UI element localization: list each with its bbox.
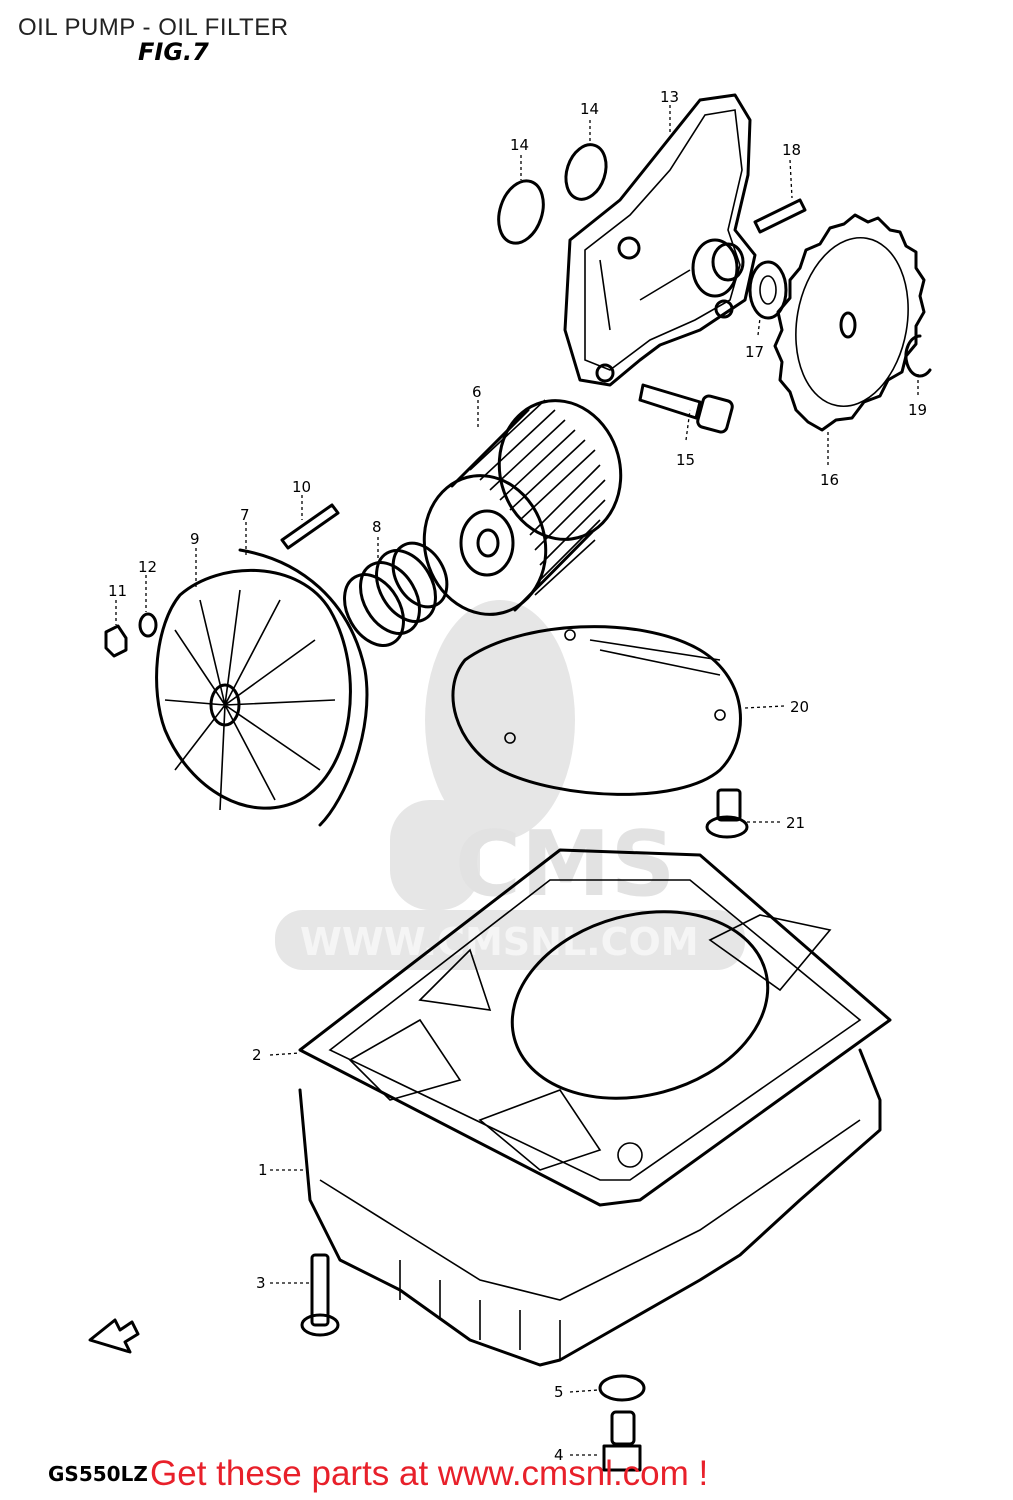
pin-18 — [753, 198, 807, 234]
callout-4: 4 — [554, 1446, 564, 1464]
oil-filter-6 — [422, 399, 623, 616]
front-arrow-icon — [88, 1318, 140, 1354]
model-code: GS550LZ — [48, 1462, 148, 1486]
filter-cover-9 — [155, 568, 352, 811]
figure-label: FIG.7 — [138, 38, 209, 66]
promo-banner-link[interactable]: Get these parts at www.cmsnl.com ! — [150, 1454, 709, 1493]
callout-6: 6 — [472, 383, 482, 401]
leader-lines — [115, 105, 919, 1456]
spring-8 — [343, 541, 449, 647]
oil-pump-body-13 — [563, 93, 757, 387]
callout-13: 13 — [660, 88, 679, 106]
callout-16: 16 — [820, 471, 839, 489]
watermark-url: WWW.CMSNL.COM — [300, 920, 699, 964]
oil-pan-1 — [298, 1048, 882, 1367]
gasket-7 — [238, 548, 369, 827]
pin-10 — [280, 503, 340, 550]
watermark-logo: CMS — [455, 812, 675, 917]
callout-21: 21 — [786, 814, 805, 832]
gear-16 — [773, 213, 926, 432]
callout-17: 17 — [745, 343, 764, 361]
callout-20: 20 — [790, 698, 809, 716]
callout-8: 8 — [372, 518, 382, 536]
callout-19: 19 — [908, 401, 927, 419]
callout-11: 11 — [108, 582, 127, 600]
callout-7: 7 — [240, 506, 250, 524]
callout-18: 18 — [782, 141, 801, 159]
circlip-19 — [904, 334, 932, 378]
callout-10: 10 — [292, 478, 311, 496]
callout-3: 3 — [256, 1274, 266, 1292]
callout-12: 12 — [138, 558, 157, 576]
callout-5: 5 — [554, 1383, 564, 1401]
bolt-15 — [638, 383, 734, 434]
watermark: CMS WWW.CMSNL.COM — [275, 600, 745, 970]
washer-5 — [598, 1374, 646, 1402]
washer-17 — [748, 260, 788, 320]
oil-pan-gasket-2 — [298, 848, 892, 1207]
page-title: OIL PUMP - OIL FILTER — [18, 14, 289, 41]
callout-2: 2 — [252, 1046, 262, 1064]
bolt-21 — [705, 788, 749, 839]
callout-1: 1 — [258, 1161, 268, 1179]
callout-14-left: 14 — [510, 136, 529, 154]
callout-14-right: 14 — [580, 100, 599, 118]
bolt-3 — [300, 1253, 340, 1337]
o-ring-14-left — [497, 179, 545, 245]
callout-15: 15 — [676, 451, 695, 469]
nut-11 — [104, 624, 128, 658]
callout-numbers: 1 2 3 4 5 6 7 8 9 10 11 12 13 14 14 15 1… — [108, 88, 927, 1464]
o-ring-14-right — [564, 143, 608, 201]
callout-9: 9 — [190, 530, 200, 548]
drain-plug-4 — [602, 1410, 642, 1472]
washer-12 — [138, 612, 158, 638]
plate-20 — [451, 625, 742, 796]
